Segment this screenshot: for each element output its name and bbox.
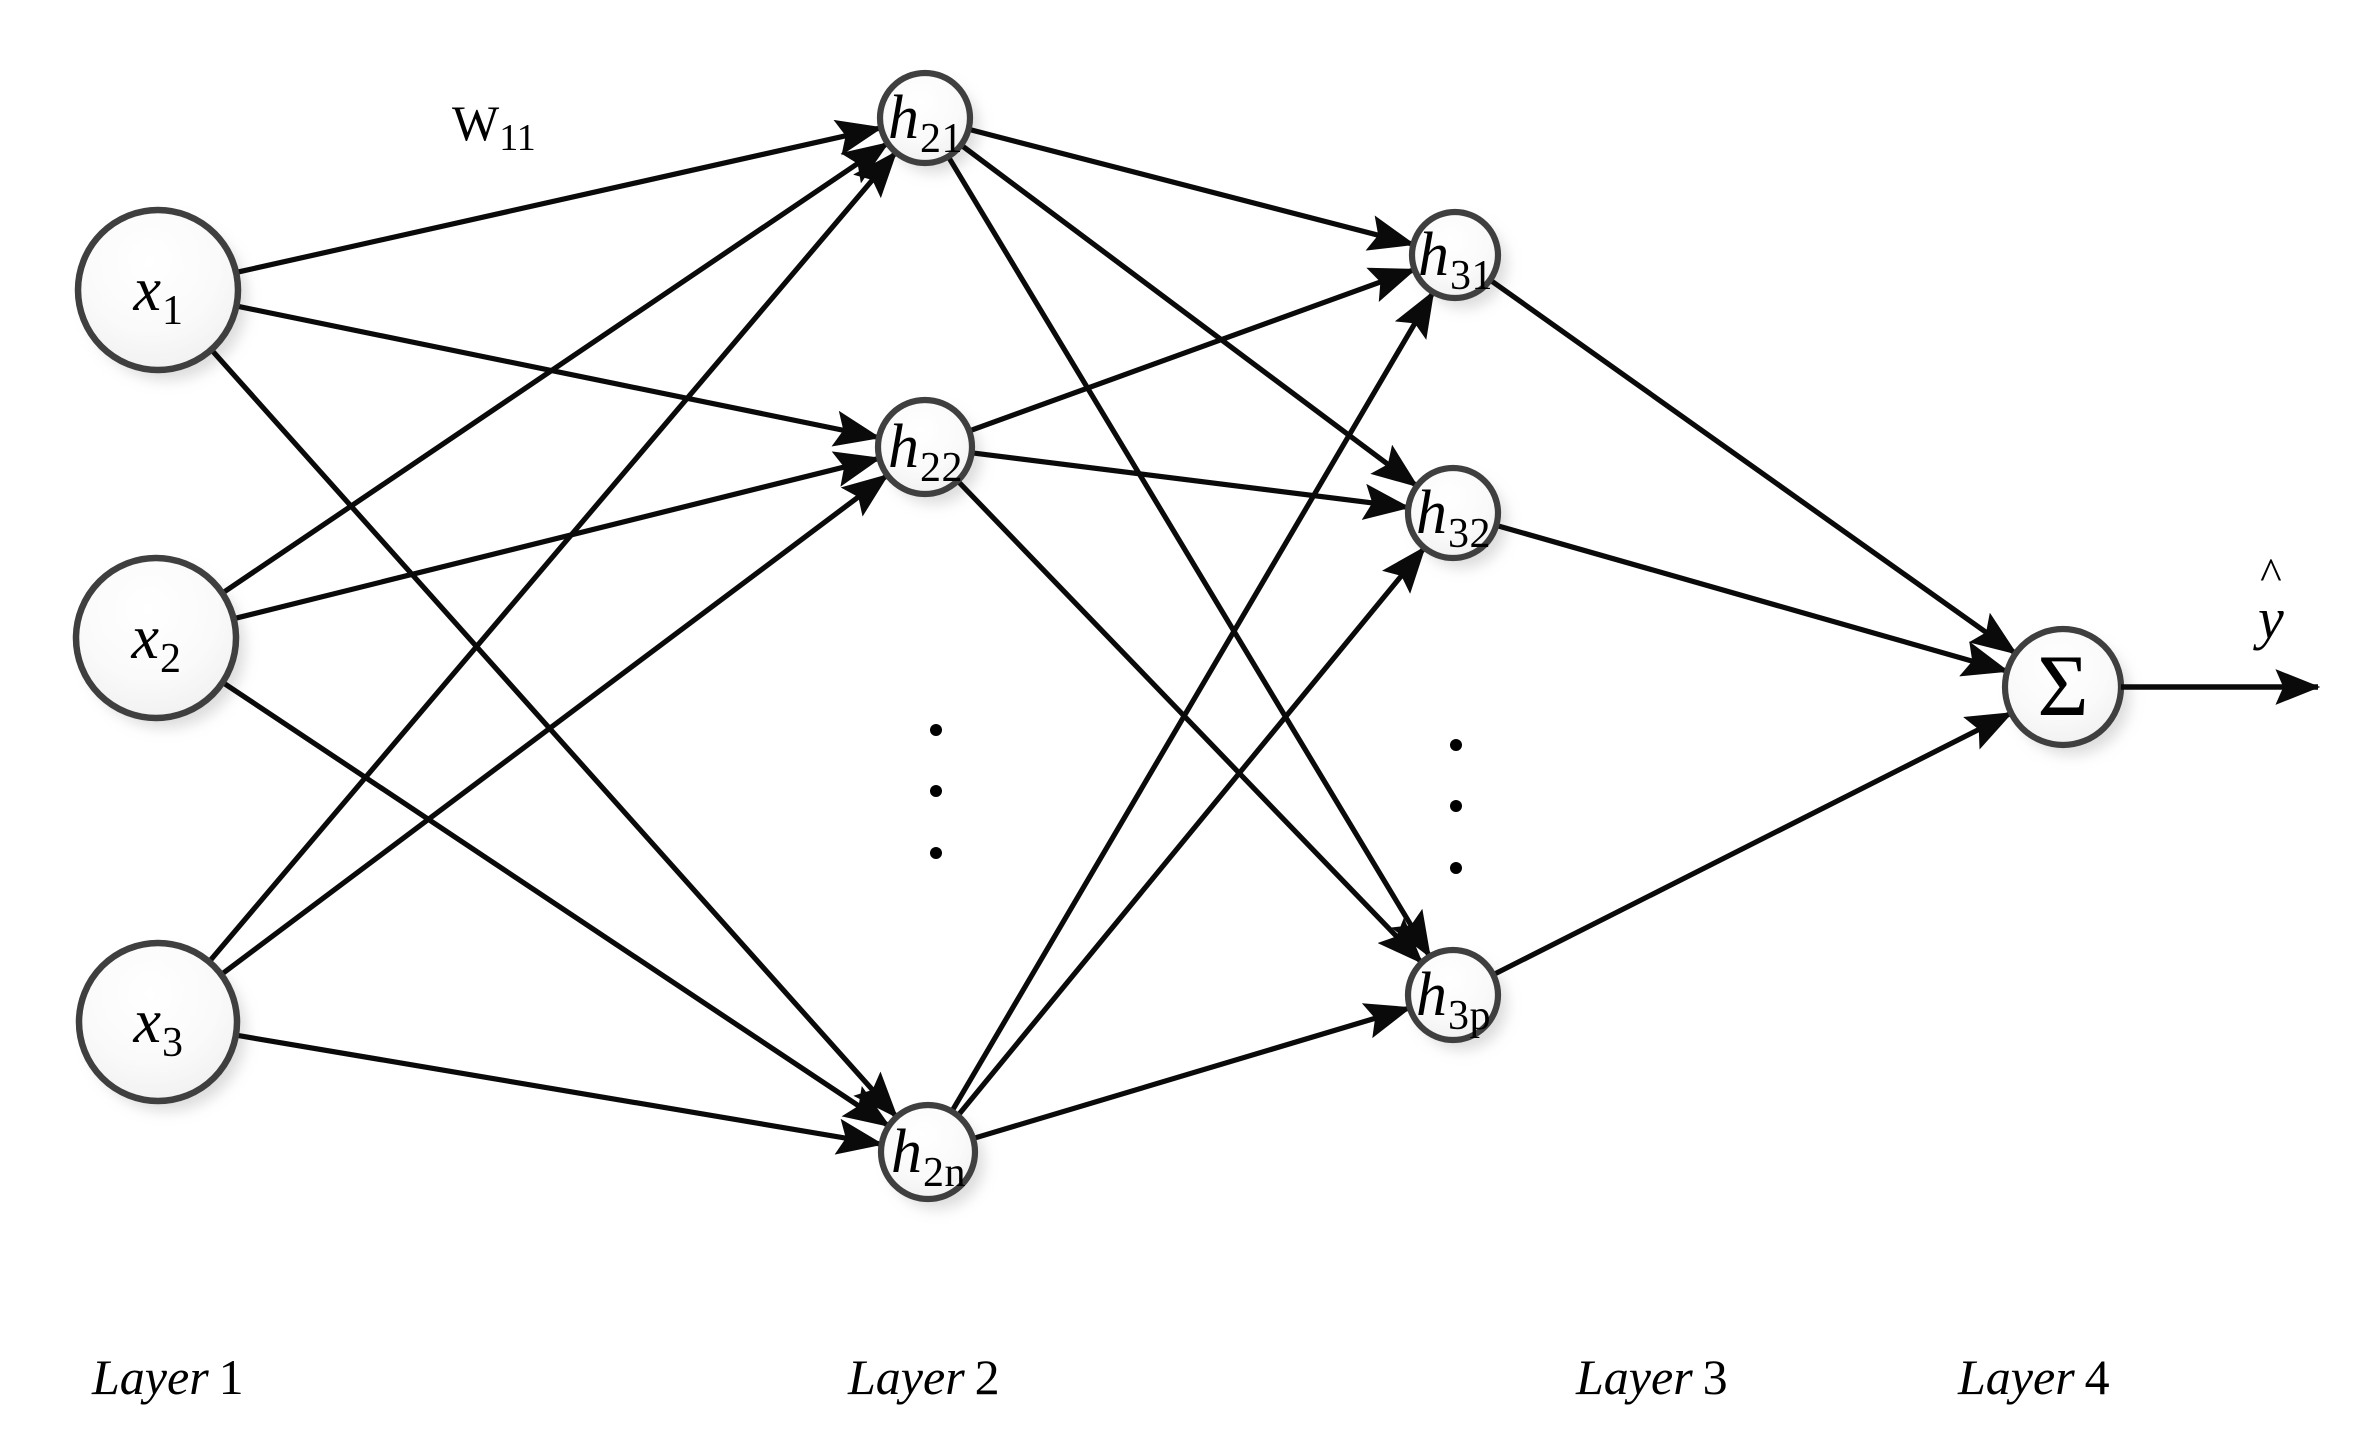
node-h3p[interactable] [1404, 946, 1502, 1044]
edge-x2-to-h2n [220, 679, 891, 1128]
output-label-yhat: ^ y [2258, 548, 2284, 651]
layer-label-number: 3 [1702, 1349, 1728, 1405]
edge-h31-to-sum [1487, 277, 2018, 655]
weight-label-w11: W11 [452, 95, 536, 157]
edge-h21-to-h32 [958, 142, 1419, 488]
ellipsis-dot-layer2-3 [930, 847, 942, 859]
node-x1[interactable] [74, 206, 242, 374]
edge-h2n-to-h3p [971, 1003, 1412, 1142]
node-h22[interactable] [874, 396, 976, 498]
edge-x3-to-h21 [206, 150, 898, 965]
layer-label-word: Layer [1576, 1349, 1693, 1405]
edge-x3-to-h22 [218, 473, 890, 978]
weight-subscript: 11 [499, 117, 536, 159]
node-x2[interactable] [72, 554, 240, 722]
edge-h32-to-sum [1494, 522, 2010, 677]
node-h2n[interactable] [877, 1101, 979, 1203]
ellipsis-dot-layer2-2 [930, 785, 942, 797]
edge-x2-to-h22 [232, 451, 882, 622]
edge-x2-to-h21 [219, 141, 890, 596]
edge-x1-to-h2n [208, 347, 899, 1119]
ellipsis-dot-layer2-1 [930, 724, 942, 736]
edge-h2n-to-h32 [955, 546, 1426, 1119]
node-h21[interactable] [876, 69, 974, 167]
layer-label-number: 4 [2084, 1349, 2110, 1405]
node-x3[interactable] [75, 939, 241, 1105]
edge-h21-to-h31 [966, 126, 1416, 251]
edge-x1-to-h22 [234, 303, 882, 447]
ellipsis-dot-layer3-2 [1450, 800, 1462, 812]
edge-h22-to-h32 [970, 450, 1411, 520]
weight-base: W [452, 95, 500, 151]
edge-x1-to-h21 [234, 119, 884, 276]
ellipsis-dot-layer3-3 [1450, 862, 1462, 874]
node-h31[interactable] [1408, 208, 1502, 302]
node-sum[interactable] [2001, 625, 2125, 749]
edge-h2n-to-h31 [949, 290, 1435, 1114]
node-layer [72, 69, 2125, 1203]
ellipsis-dots-layer [930, 724, 1462, 874]
ellipsis-dot-layer3-1 [1450, 739, 1462, 751]
layer-label-word: Layer [92, 1349, 209, 1405]
layer-label-number: 1 [218, 1349, 244, 1405]
edge-h3p-to-sum [1491, 711, 2014, 978]
edge-h22-to-h3p [955, 478, 1424, 965]
hat-accent: ^ [2260, 548, 2282, 599]
node-h32[interactable] [1404, 464, 1502, 562]
output-variable: y [2258, 586, 2284, 651]
edge-layer [206, 119, 2018, 1155]
edge-h21-to-h3p [945, 154, 1432, 959]
edge-h22-to-h31 [967, 267, 1417, 434]
layer-label-number: 2 [974, 1349, 1000, 1405]
layer-label-word: Layer [1958, 1349, 2075, 1405]
edge-x3-to-h2n [234, 1032, 884, 1155]
layer-label-word: Layer [848, 1349, 965, 1405]
